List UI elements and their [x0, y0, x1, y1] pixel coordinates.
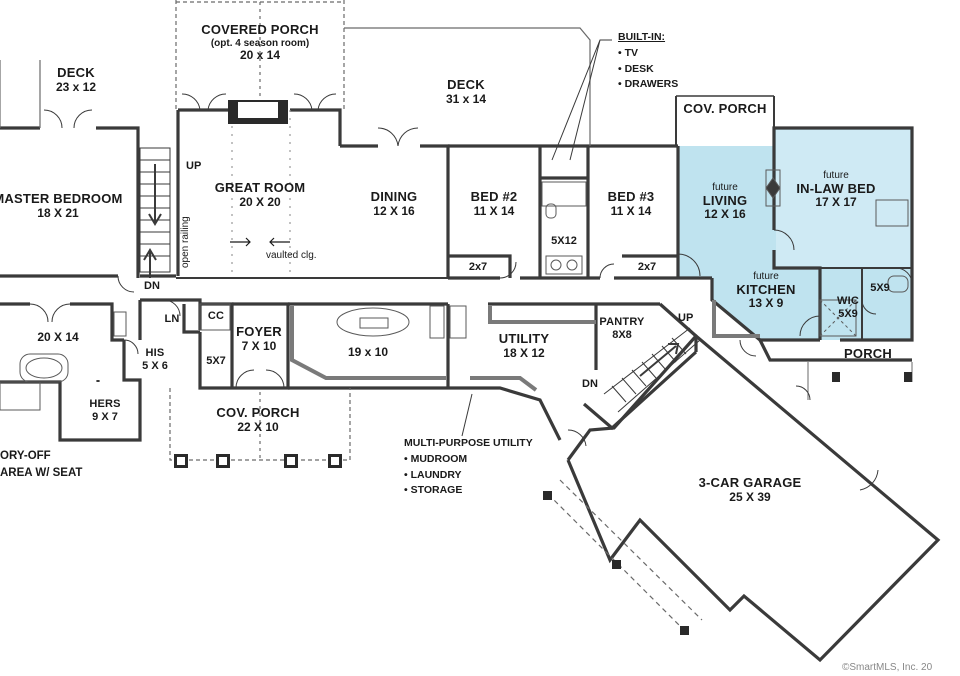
stair-right [603, 327, 701, 413]
living-label: future LIVING 12 X 16 [702, 182, 748, 222]
cov-porch-top-label: COV. PORCH [683, 101, 767, 116]
stair-left [139, 147, 171, 278]
stair-left-up-label: UP [186, 160, 202, 172]
dining-label: DINING 12 X 16 [370, 189, 418, 218]
vaulted-arrows [230, 237, 290, 247]
foyer-label: FOYER 7 X 10 [236, 324, 282, 353]
deck-right-label: DECK 31 x 14 [445, 77, 487, 106]
copyright-text: ©SmartMLS, Inc. 20 [842, 662, 933, 673]
closet-bed3-label: 2x7 [637, 261, 657, 273]
pantry-label: PANTRY 8X8 [599, 316, 645, 341]
his-closet-label: HIS 5 X 6 [142, 347, 168, 372]
vaulted-ceiling-note: vaulted clg. [266, 250, 317, 261]
drop-off-note: ORY-OFF AREA W/ SEAT [0, 448, 82, 483]
multi-purpose-item: • MUDROOM [404, 452, 468, 465]
kitchen-main-label: 19 x 10 [347, 345, 389, 359]
bath-5x12-label: 5X12 [551, 235, 577, 247]
great-room-label: GREAT ROOM 20 X 20 [214, 180, 306, 209]
stair-right-dn-label: DN [582, 378, 598, 390]
drop-off-line1: ORY-OFF [0, 450, 51, 462]
linen-label: LN [164, 313, 180, 325]
wic-label: WIC 5X9 [837, 295, 859, 320]
utility-label: UTILITY 18 X 12 [498, 331, 550, 360]
built-in-title: BUILT-IN: [618, 31, 666, 43]
multi-purpose-title: MULTI-PURPOSE UTILITY [404, 437, 533, 449]
stair-left-dn-label: DN [144, 280, 160, 292]
door-swings [29, 93, 913, 491]
master-bedroom-label: MASTER BEDROOM 18 X 21 [0, 191, 123, 220]
built-in-item: • DESK [618, 62, 654, 75]
kitchen-future-label: future KITCHEN 13 X 9 [736, 271, 796, 311]
hers-closet-label: HERS 9 X 7 [89, 398, 121, 423]
bed3-label: BED #3 11 X 14 [607, 189, 655, 218]
inlaw-bed-label: future IN-LAW BED 17 X 17 [796, 170, 876, 210]
powder-room-label: 5X7 [206, 355, 226, 367]
porch-outlines [0, 0, 913, 633]
cov-porch-front-label: COV. PORCH 22 X 10 [216, 405, 300, 434]
bed2-label: BED #2 11 X 14 [470, 189, 518, 218]
open-railing-note: open railing [180, 216, 191, 268]
multi-purpose-item: • STORAGE [404, 484, 463, 497]
coat-closet-label: CC [207, 310, 225, 322]
built-in-note: BUILT-IN: • TV • DESK • DRAWERS [618, 30, 678, 93]
master-bath-label: 20 X 14 [37, 330, 79, 344]
leader-lines [461, 39, 612, 437]
deck-left-label: DECK 23 x 12 [55, 65, 97, 94]
bath-5x9-label: 5X9 [870, 282, 890, 294]
built-in-item: • TV [618, 46, 639, 59]
covered-porch-label: COVERED PORCH (opt. 4 season room) 20 x … [201, 22, 319, 63]
multi-purpose-note: MULTI-PURPOSE UTILITY • MUDROOM • LAUNDR… [404, 436, 533, 499]
closet-bed2-label: 2x7 [468, 261, 488, 273]
stair-right-up-label: UP [678, 312, 694, 324]
fixtures [0, 169, 909, 411]
porch-right-label: PORCH [844, 346, 892, 361]
multi-purpose-item: • LAUNDRY [404, 468, 462, 481]
built-in-item: • DRAWERS [618, 78, 679, 91]
garage-label: 3-CAR GARAGE 25 X 39 [698, 475, 802, 504]
drop-off-line2: AREA W/ SEAT [0, 467, 83, 480]
inlaw-bed-fill [776, 130, 910, 268]
walls [0, 95, 941, 663]
